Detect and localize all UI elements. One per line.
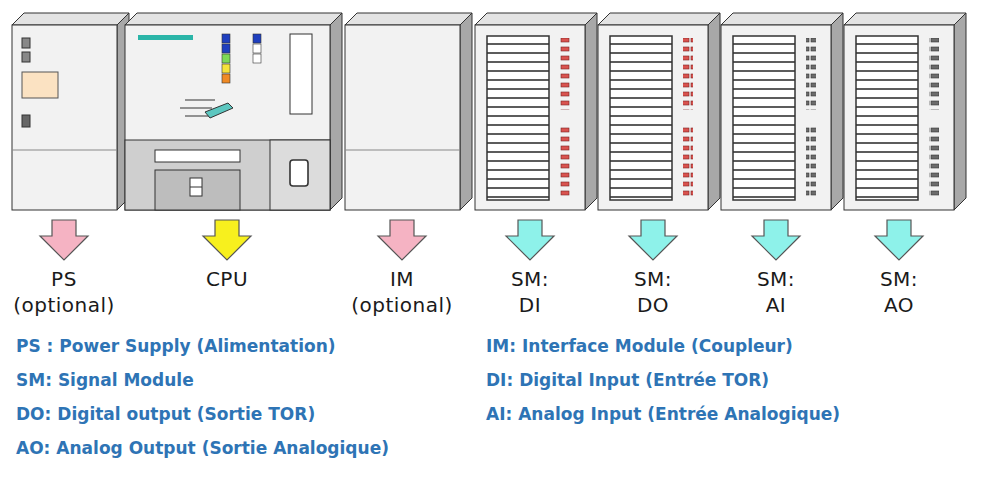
signal-module-ao [844,13,966,210]
power-supply-module [12,13,129,210]
module-label: SM: AO [880,266,918,318]
pointer-arrows [40,220,923,260]
module-label: IM (optional) [351,266,453,318]
legend-line: AO: Analog Output (Sortie Analogique) [16,438,389,458]
signal-module-di [475,13,597,210]
interface-module [345,13,472,210]
legend-line: PS : Power Supply (Alimentation) [16,336,336,356]
legend-line: DI: Digital Input (Entrée TOR) [486,370,769,390]
legend-line: AI: Analog Input (Entrée Analogique) [486,404,840,424]
module-label: CPU [206,266,248,292]
legend-line: IM: Interface Module (Coupleur) [486,336,793,356]
module-label: SM: DI [511,266,549,318]
signal-module-do [598,13,720,210]
cpu-module [125,13,342,210]
legend-line: DO: Digital output (Sortie TOR) [16,404,315,424]
legend-line: SM: Signal Module [16,370,194,390]
module-label: SM: AI [757,266,795,318]
module-label: PS (optional) [13,266,115,318]
signal-module-ai [721,13,843,210]
module-label: SM: DO [634,266,672,318]
